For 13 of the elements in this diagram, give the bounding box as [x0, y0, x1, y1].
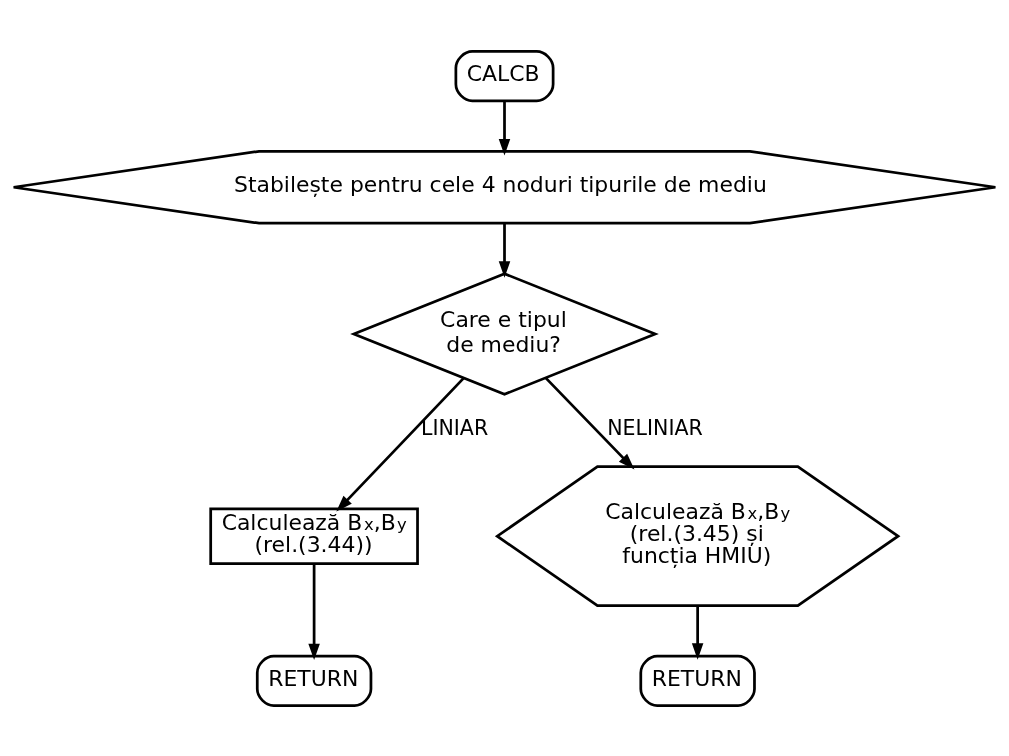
arrow: [691, 605, 704, 660]
arrow: [336, 376, 465, 512]
edge-label: LINIAR: [420, 415, 489, 440]
arrow: [498, 222, 511, 278]
arrow: [498, 100, 511, 155]
edge-label: NELINIAR: [607, 415, 703, 440]
node-box: RETURN: [255, 654, 373, 707]
node-box: Calculează Bx,By (rel.(3.44)): [209, 506, 419, 565]
node-box: RETURN: [639, 654, 756, 707]
arrow: [308, 563, 320, 660]
node-box: CALCB: [454, 49, 555, 102]
node-diamond: Care e tipul de mediu?: [350, 271, 659, 396]
arrow: [544, 376, 635, 470]
